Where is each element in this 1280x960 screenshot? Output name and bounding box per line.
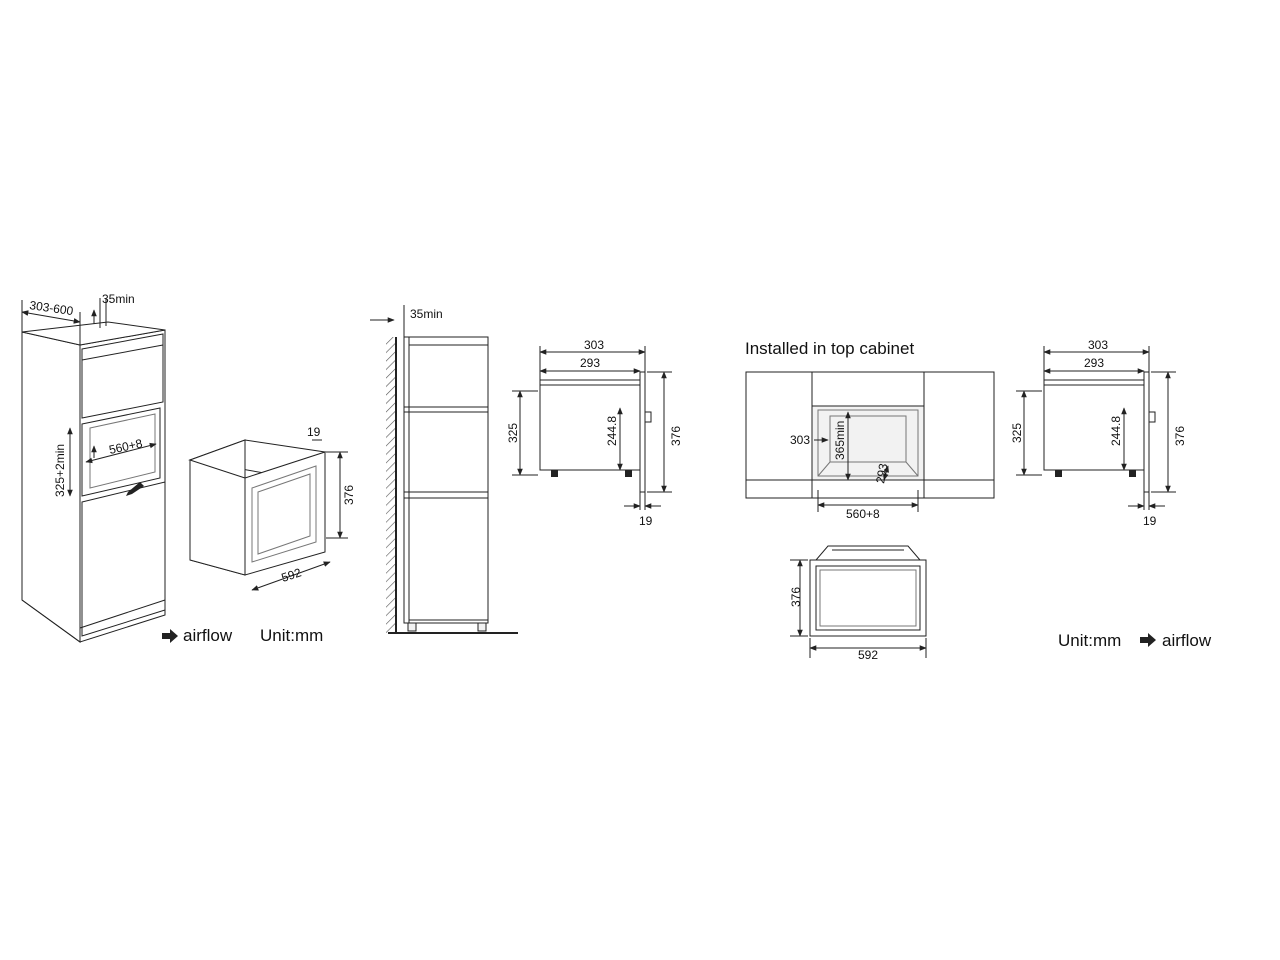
- legend-unit-right: Unit:mm: [1058, 631, 1121, 650]
- label-top-depth: 303: [790, 433, 810, 447]
- oven-door: [1143, 371, 1150, 493]
- front-view-body: [809, 559, 927, 637]
- label-side1-depth-outer: 303: [584, 338, 604, 352]
- oven-body: [539, 384, 641, 471]
- legend-left: airflow Unit:mm: [162, 626, 323, 645]
- legend-airflow-right: airflow: [1162, 631, 1212, 650]
- tall-cabinet-view: 303-600 35min 325+2min 560+8: [21, 292, 166, 643]
- label-oven-width: 592: [280, 565, 304, 585]
- cabinet-side-panel: [21, 331, 81, 643]
- label-top-min-height: 365min: [833, 421, 847, 460]
- label-top-opening-width: 560+8: [846, 507, 880, 521]
- legend-airflow-left: airflow: [183, 626, 233, 645]
- cabinet-outline: [403, 336, 489, 624]
- label-tall-gap: 35min: [102, 292, 135, 306]
- label-side1-height-outer: 376: [669, 426, 683, 446]
- oven-isometric-view: 19 376 592: [188, 425, 356, 591]
- label-side2-depth-outer: 303: [1088, 338, 1108, 352]
- label-front-width: 592: [858, 648, 878, 662]
- label-front-height: 376: [789, 587, 803, 607]
- label-side1-height-inner: 325: [506, 423, 520, 443]
- label-side2-depth-inner: 293: [1084, 356, 1104, 370]
- airflow-arrow-icon: [162, 629, 178, 643]
- oven-side-view-2: 303 293 325 244.8 376 19: [1010, 338, 1187, 528]
- label-side1-depth-inner: 293: [580, 356, 600, 370]
- label-top-inner-depth: 293: [873, 462, 890, 484]
- label-side2-height-outer: 376: [1173, 426, 1187, 446]
- oven-body: [1043, 384, 1145, 471]
- label-opening-height: 325+2min: [53, 444, 67, 497]
- top-cabinet-title: Installed in top cabinet: [745, 339, 914, 358]
- top-cabinet-niche: [811, 405, 925, 481]
- label-side2-door: 19: [1143, 514, 1157, 528]
- oven-front-view: 376 592: [789, 545, 927, 662]
- front-view-top: [814, 545, 922, 561]
- label-side2-height-cavity: 244.8: [1109, 416, 1123, 446]
- oven-door: [639, 371, 646, 493]
- label-oven-side: 19: [307, 425, 321, 439]
- airflow-arrow-icon: [1140, 633, 1156, 647]
- airflow-arrow: [126, 482, 144, 496]
- label-side1-height-cavity: 244.8: [605, 416, 619, 446]
- upper-door: [81, 333, 164, 419]
- legend-unit-left: Unit:mm: [260, 626, 323, 645]
- label-opening-width: 560+8: [108, 436, 144, 457]
- cabinet-top: [21, 321, 166, 346]
- label-side1-door: 19: [639, 514, 653, 528]
- lower-door: [81, 481, 166, 637]
- top-cabinet-view: Installed in top cabinet 303 365min 293 …: [745, 339, 995, 521]
- label-oven-height: 376: [342, 485, 356, 505]
- label-side2-height-inner: 325: [1010, 423, 1024, 443]
- oven-window: [251, 465, 317, 563]
- label-wall-gap: 35min: [410, 307, 443, 321]
- label-tall-depth: 303-600: [29, 298, 75, 318]
- front-view-window: [815, 565, 921, 631]
- oven-side-view-1: 303 293 325 244.8 376 19: [506, 338, 683, 528]
- wall-section-view: 35min: [370, 305, 518, 634]
- legend-right: Unit:mm airflow: [1058, 631, 1212, 650]
